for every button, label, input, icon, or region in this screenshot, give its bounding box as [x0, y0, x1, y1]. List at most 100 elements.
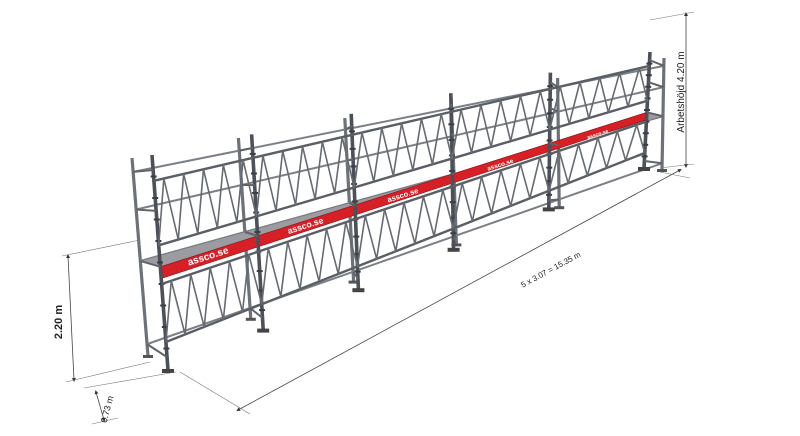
- coupler: [546, 112, 553, 115]
- transom: [649, 59, 665, 67]
- lattice-brace: [400, 123, 414, 171]
- lattice-brace: [577, 144, 589, 176]
- lattice-brace: [548, 86, 561, 130]
- transom: [646, 111, 664, 118]
- coupler: [646, 62, 653, 65]
- lattice-brace: [165, 280, 173, 343]
- lattice-brace: [460, 109, 473, 153]
- lattice-brace: [480, 104, 492, 148]
- ledger: [452, 189, 550, 230]
- lattice-brace: [222, 261, 231, 320]
- lattice-brace: [470, 104, 482, 153]
- lattice-brace: [559, 86, 571, 125]
- work-height-dimension: Arbetshöjd 4.20 m: [649, 11, 695, 169]
- lattice-brace: [222, 164, 238, 223]
- coupler: [642, 132, 649, 135]
- coupler: [163, 347, 170, 350]
- lattice-brace: [440, 113, 453, 159]
- base-plate: [447, 247, 460, 252]
- transom: [146, 343, 168, 358]
- lattice-brace: [392, 123, 403, 177]
- coupler: [645, 85, 652, 88]
- lattice-brace: [529, 91, 542, 136]
- ledger: [165, 303, 263, 344]
- lattice-brace: [184, 274, 192, 335]
- lattice-brace: [337, 222, 347, 275]
- coupler: [546, 166, 553, 169]
- lattice-brace: [598, 77, 610, 113]
- coupler: [448, 107, 455, 110]
- coupler: [545, 193, 552, 196]
- lattice-brace: [325, 228, 340, 275]
- lattice-brace: [618, 72, 629, 107]
- lattice-brace: [529, 157, 541, 199]
- coupler: [353, 235, 360, 238]
- back-standard: [660, 57, 666, 171]
- coupler: [250, 172, 257, 175]
- base-plate: [657, 169, 667, 172]
- coupler: [644, 109, 650, 111]
- height-label: 2.20 m: [53, 305, 65, 339]
- lattice-brace: [321, 141, 336, 194]
- ledger: [357, 227, 454, 268]
- depth-dimension: 0.73 m: [83, 371, 177, 425]
- transom: [450, 133, 454, 137]
- lattice-brace: [182, 173, 199, 234]
- base-plate: [352, 288, 365, 293]
- coupler: [645, 74, 652, 77]
- back-standard: [130, 157, 150, 357]
- lattice-brace: [375, 209, 386, 259]
- lattice-brace: [627, 67, 641, 107]
- lattice-brace: [509, 163, 522, 207]
- lattice-brace: [353, 132, 363, 188]
- coupler: [351, 200, 358, 203]
- lattice-brace: [177, 173, 185, 240]
- transom: [239, 147, 253, 152]
- base-plate: [245, 317, 256, 321]
- coupler: [350, 165, 357, 168]
- lattice-brace: [262, 155, 277, 211]
- base-plate: [542, 207, 555, 212]
- height-dimension: 2.20 m: [53, 239, 151, 383]
- lattice-brace: [579, 81, 590, 119]
- lattice-brace: [383, 209, 397, 252]
- lattice-brace: [500, 170, 512, 207]
- transom: [344, 125, 353, 131]
- lattice-brace: [301, 146, 316, 200]
- lattice-brace: [333, 137, 343, 194]
- lattice-brace: [228, 261, 244, 312]
- lattice-brace: [381, 127, 395, 177]
- back-ledger: [452, 110, 559, 138]
- lattice-brace: [490, 170, 502, 214]
- lattice-brace: [281, 150, 297, 206]
- lattice-brace: [318, 228, 328, 282]
- lattice-brace: [356, 215, 367, 267]
- coupler: [354, 270, 361, 273]
- lattice-brace: [157, 178, 165, 246]
- coupler: [256, 270, 263, 273]
- lattice-brace: [586, 137, 599, 176]
- back-ledger: [132, 149, 240, 173]
- lattice-brace: [412, 118, 423, 171]
- coupler: [152, 197, 159, 199]
- lattice-brace: [414, 196, 425, 244]
- coupler: [641, 155, 648, 158]
- base-plate: [162, 369, 174, 373]
- coupler: [259, 309, 266, 312]
- lattice-brace: [509, 95, 522, 142]
- lattice-brace: [394, 202, 405, 252]
- transom: [549, 142, 559, 147]
- lattice-brace: [451, 109, 462, 159]
- coupler: [157, 261, 163, 264]
- back-ledger: [346, 135, 453, 162]
- coupler: [448, 138, 455, 141]
- lattice-brace: [605, 131, 619, 169]
- transom: [450, 103, 453, 109]
- back-ledger: [345, 107, 452, 131]
- transom: [140, 260, 161, 268]
- lattice-brace: [433, 189, 444, 237]
- coupler: [249, 152, 256, 155]
- coupler: [349, 147, 356, 150]
- lattice-brace: [635, 124, 646, 154]
